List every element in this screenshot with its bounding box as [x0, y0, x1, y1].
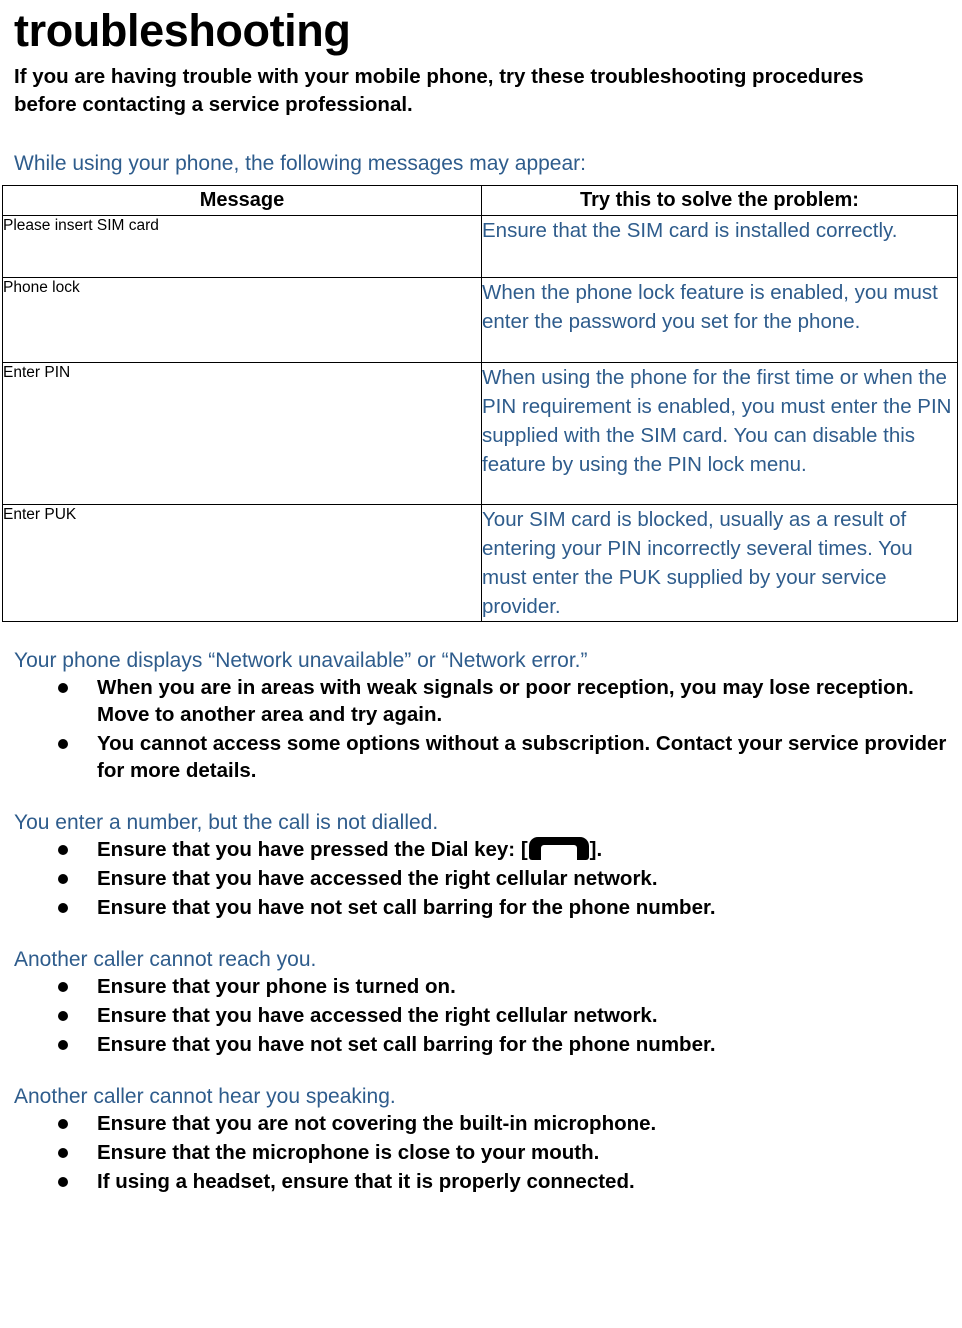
list-item: You cannot access some options without a… — [0, 730, 948, 784]
bullet-icon — [58, 845, 68, 855]
list-item-text: Ensure that the microphone is close to y… — [97, 1141, 600, 1164]
intro-paragraph: If you are having trouble with your mobi… — [14, 65, 864, 116]
list-item: Ensure that your phone is turned on. — [0, 973, 948, 1000]
table-lead-text: While using your phone, the following me… — [14, 152, 586, 175]
list-item-text-suffix: ]. — [589, 838, 603, 861]
list-item-text: You cannot access some options without a… — [97, 732, 947, 782]
bullet-icon — [58, 683, 68, 693]
table-row: Enter PUK Your SIM card is blocked, usua… — [2, 504, 958, 622]
list-item: Ensure that you have not set call barrin… — [0, 894, 948, 921]
column-header-message: Message — [2, 185, 482, 216]
section-heading: Your phone displays “Network unavailable… — [14, 649, 588, 672]
page-title: troubleshooting — [14, 5, 351, 56]
table-row: Enter PIN When using the phone for the f… — [2, 362, 958, 505]
list-item: Ensure that the microphone is close to y… — [0, 1139, 948, 1166]
list-item-text-prefix: Ensure that you have pressed the Dial ke… — [97, 838, 528, 861]
table-row: Phone lock When the phone lock feature i… — [2, 277, 958, 363]
cell-solution: When using the phone for the first time … — [481, 362, 958, 505]
bullet-icon — [58, 1119, 68, 1129]
bullet-icon — [58, 1177, 68, 1187]
bullet-icon — [58, 1040, 68, 1050]
cell-message: Please insert SIM card — [2, 215, 482, 278]
section-heading: You enter a number, but the call is not … — [14, 811, 439, 834]
list-item: Ensure that you have not set call barrin… — [0, 1031, 948, 1058]
table-header-row: Message Try this to solve the problem: — [2, 185, 958, 216]
cell-message: Enter PIN — [2, 362, 482, 505]
cell-message: Phone lock — [2, 277, 482, 363]
section-heading: Another caller cannot reach you. — [14, 948, 317, 971]
list-item-text: Ensure that you are not covering the bui… — [97, 1112, 657, 1135]
tips-list: Ensure that your phone is turned on. Ens… — [0, 973, 962, 1058]
section-caller-cannot-hear: Another caller cannot hear you speaking.… — [0, 1060, 962, 1195]
bullet-icon — [58, 903, 68, 913]
column-header-solution: Try this to solve the problem: — [481, 185, 958, 216]
dial-key-icon — [528, 837, 589, 860]
dial-key-notch — [540, 845, 577, 860]
bullet-icon — [58, 982, 68, 992]
cell-solution: Your SIM card is blocked, usually as a r… — [481, 504, 958, 622]
tips-list: Ensure that you have pressed the Dial ke… — [0, 836, 962, 921]
bullet-icon — [58, 874, 68, 884]
bullet-icon — [58, 1148, 68, 1158]
list-item-text: When you are in areas with weak signals … — [97, 676, 914, 726]
cell-solution: Ensure that the SIM card is installed co… — [481, 215, 958, 278]
list-item: Ensure that you have accessed the right … — [0, 1002, 948, 1029]
section-call-not-dialled: You enter a number, but the call is not … — [0, 786, 962, 921]
list-item-text: Ensure that you have accessed the right … — [97, 1004, 658, 1027]
list-item: Ensure that you have accessed the right … — [0, 865, 948, 892]
list-item: Ensure that you have pressed the Dial ke… — [0, 836, 948, 863]
list-item-text: If using a headset, ensure that it is pr… — [97, 1170, 635, 1193]
list-item: If using a headset, ensure that it is pr… — [0, 1168, 948, 1195]
messages-table: Message Try this to solve the problem: P… — [2, 185, 958, 622]
list-item: When you are in areas with weak signals … — [0, 674, 948, 728]
tips-list: Ensure that you are not covering the bui… — [0, 1110, 962, 1195]
cell-message: Enter PUK — [2, 504, 482, 622]
list-item-text: Ensure that your phone is turned on. — [97, 975, 456, 998]
table-row: Please insert SIM card Ensure that the S… — [2, 215, 958, 278]
bullet-icon — [58, 1011, 68, 1021]
section-heading: Another caller cannot hear you speaking. — [14, 1085, 396, 1108]
list-item-text: Ensure that you have accessed the right … — [97, 867, 658, 890]
bullet-icon — [58, 739, 68, 749]
tips-list: When you are in areas with weak signals … — [0, 674, 962, 784]
section-caller-cannot-reach: Another caller cannot reach you. Ensure … — [0, 923, 962, 1058]
section-network-unavailable: Your phone displays “Network unavailable… — [0, 622, 962, 784]
list-item: Ensure that you are not covering the bui… — [0, 1110, 948, 1137]
list-item-text: Ensure that you have not set call barrin… — [97, 1033, 716, 1056]
list-item-text: Ensure that you have not set call barrin… — [97, 896, 716, 919]
cell-solution: When the phone lock feature is enabled, … — [481, 277, 958, 363]
